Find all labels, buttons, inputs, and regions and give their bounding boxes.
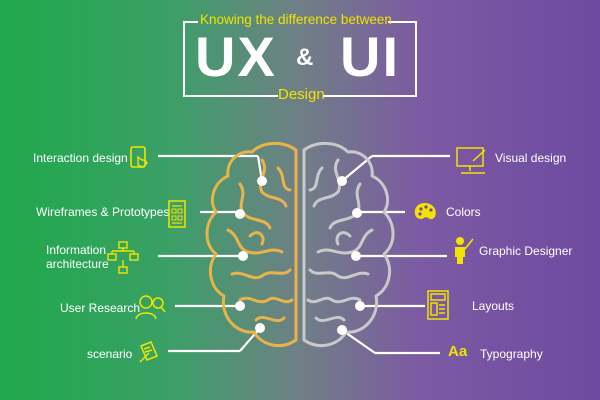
ui-item-label: Typography [480, 347, 543, 361]
ui-item-label: Layouts [472, 299, 515, 313]
ui-brain-hemisphere [302, 142, 395, 348]
user-search-icon [135, 295, 166, 320]
header-frame-bottom-right [323, 95, 417, 97]
designer-icon [455, 237, 474, 264]
ux-item-label: Interaction design [33, 151, 128, 165]
ui-item-label: Colors [446, 205, 481, 219]
header-frame-top-right [388, 21, 417, 23]
ux-item-label: User Research [60, 301, 141, 315]
layout-icon [427, 290, 449, 320]
wireframe-icon [168, 200, 186, 228]
connector-dots [235, 176, 365, 335]
monitor-pen-icon [456, 147, 486, 174]
ui-item-label: Graphic Designer [479, 244, 573, 258]
header-frame-bottom-left [183, 95, 278, 97]
palette-icon [414, 203, 436, 220]
ui-item-label: Visual design [495, 151, 567, 165]
ux-heading: UX [195, 25, 277, 88]
ux-brain-hemisphere [205, 142, 298, 348]
ux-item-label: scenario [87, 347, 133, 361]
typography-icon: Aa [448, 343, 468, 360]
header-subtitle: Design [278, 86, 325, 103]
header-frame-top-left [183, 21, 198, 23]
ampersand: & [296, 44, 314, 71]
ui-heading: UI [340, 25, 400, 88]
header-frame-left [183, 21, 185, 97]
header-top-line: Knowing the difference between [200, 12, 392, 27]
ux-item-label: Wireframes & Prototypes [36, 205, 170, 219]
sitemap-icon [107, 241, 139, 274]
ux-item-label: Information architecture [46, 243, 109, 271]
pencil-paper-icon [139, 341, 158, 363]
tablet-touch-icon [130, 146, 148, 168]
header-frame-right [415, 21, 417, 97]
